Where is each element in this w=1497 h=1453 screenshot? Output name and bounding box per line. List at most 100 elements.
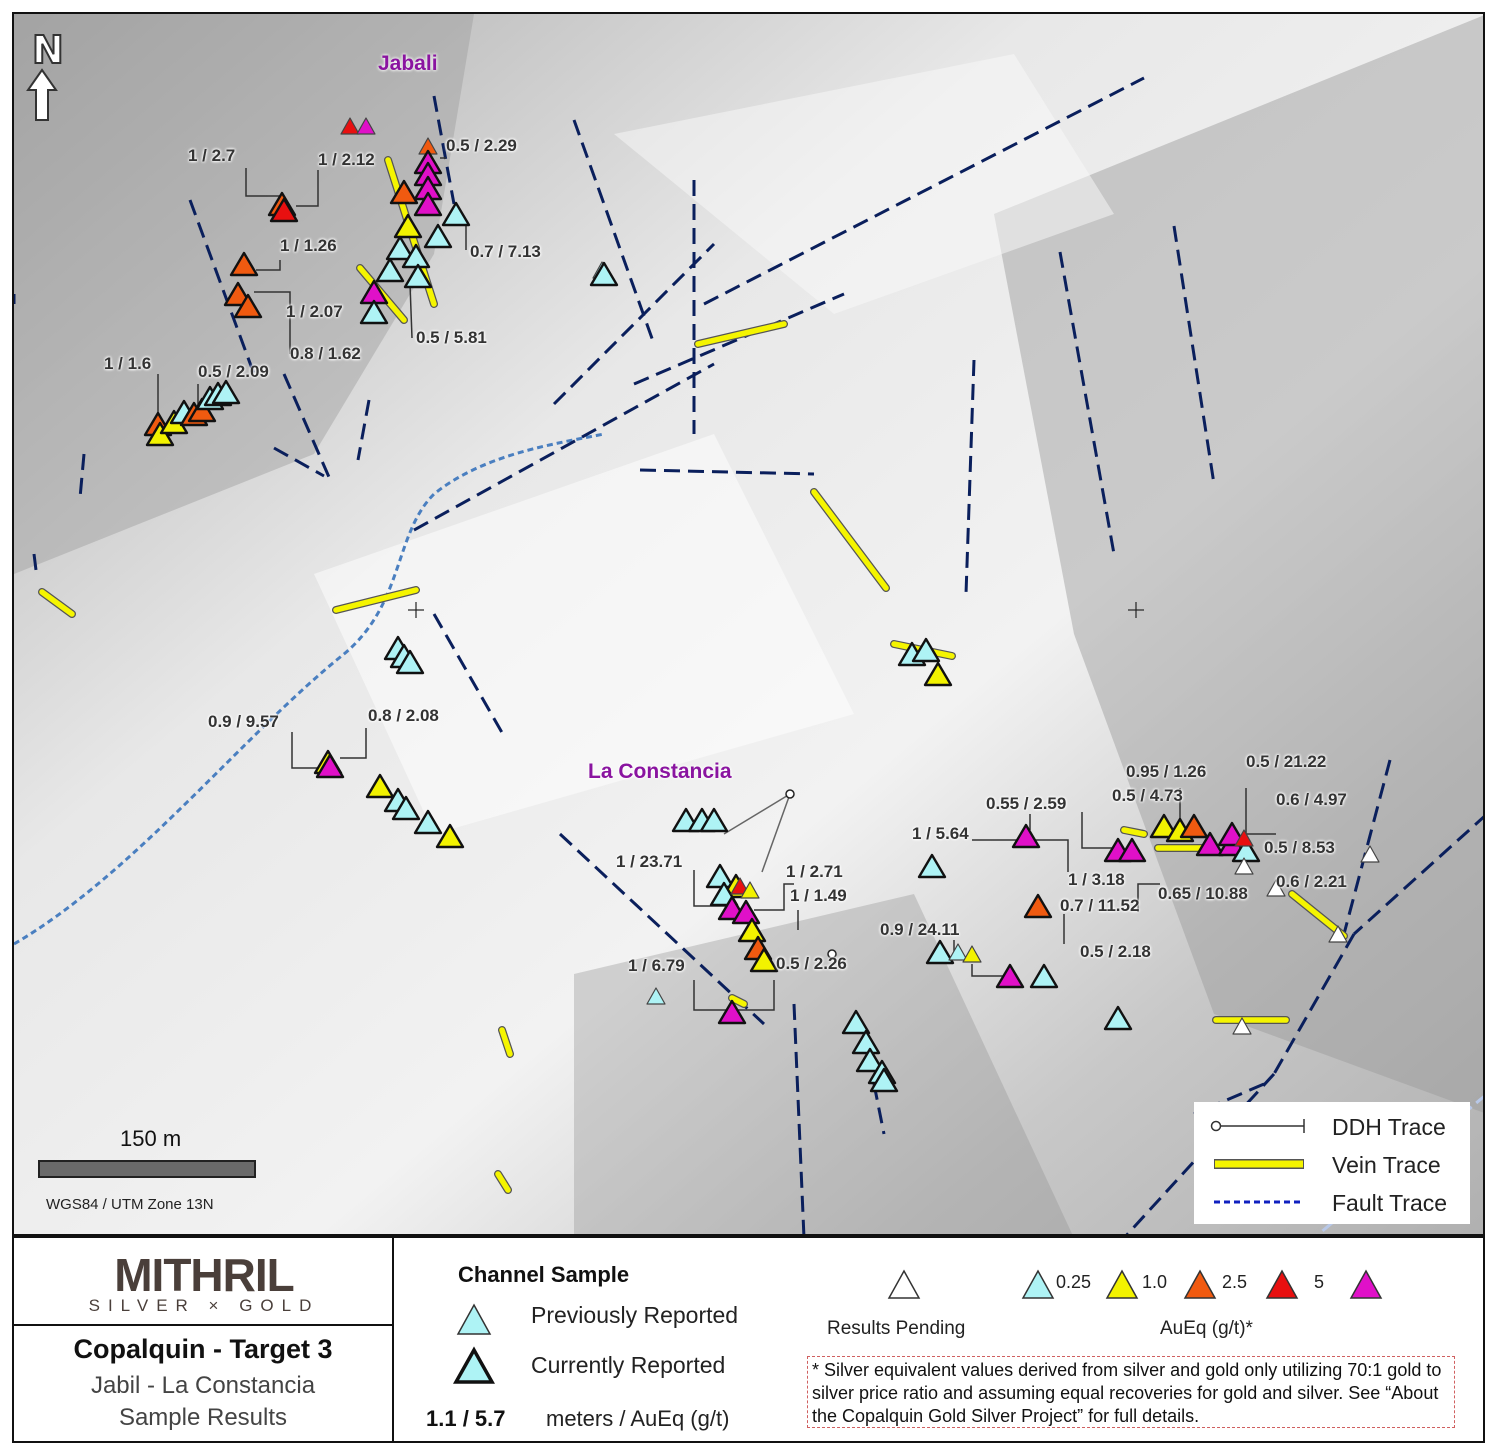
sample-triangle [869, 1067, 899, 1093]
river-trace [14, 432, 605, 946]
sample-label: 0.8 / 1.62 [290, 344, 361, 363]
sample-label: 1 / 2.71 [786, 862, 843, 881]
sample-triangle [851, 1029, 881, 1055]
sample-triangle [423, 223, 453, 249]
fault-trace [32, 553, 38, 571]
sample-label: 1 / 2.12 [318, 150, 375, 169]
vein-trace [333, 587, 419, 613]
legend-fault-row: Fault Trace [1194, 1184, 1470, 1220]
logo-box: MITHRIL SILVER × GOLD [14, 1238, 394, 1326]
fault-trace [273, 446, 325, 478]
leader-line [245, 168, 280, 197]
sample-triangle [717, 999, 747, 1025]
sample-triangle [269, 197, 299, 223]
grade-icon-orange [1183, 1269, 1217, 1299]
vein-trace-icon [1214, 1159, 1304, 1169]
sample-label: 0.95 / 1.26 [1126, 762, 1207, 781]
crs-label: WGS84 / UTM Zone 13N [46, 1196, 214, 1213]
ratio-example: 1.1 / 5.7 [426, 1406, 506, 1431]
ddh-traces [723, 789, 837, 959]
vein-trace [1289, 891, 1347, 939]
sample-triangle [962, 945, 982, 963]
sample-triangle [389, 179, 419, 205]
sample-triangle [1232, 1017, 1252, 1035]
fault-trace [703, 76, 1145, 306]
sample-triangle [1234, 829, 1254, 847]
sample-label: 0.5 / 2.26 [776, 954, 847, 973]
sample-label: 0.6 / 4.97 [1276, 790, 1347, 809]
sample-triangle [855, 1047, 885, 1073]
currently-reported-label: Currently Reported [531, 1352, 726, 1378]
leader-line [972, 839, 1069, 872]
leader-line [971, 964, 1010, 977]
previously-reported-icon [456, 1303, 492, 1335]
sample-triangle [1023, 893, 1053, 919]
fault-trace [356, 399, 371, 461]
previously-reported-label: Previously Reported [531, 1302, 739, 1328]
sample-triangle [413, 809, 443, 835]
sample-triangle [1011, 823, 1041, 849]
leader-line [1137, 883, 1160, 912]
sample-triangle [589, 261, 619, 287]
sample-triangle [441, 201, 471, 227]
map-title: Copalquin - Target 3 [73, 1334, 333, 1364]
vein-trace [495, 1171, 511, 1193]
vein-trace [1121, 827, 1147, 837]
leader-line [291, 732, 328, 769]
sample-triangle [995, 963, 1025, 989]
ddh-trace-icon [1210, 1119, 1305, 1133]
grade-label-2-5: 2.5 [1222, 1272, 1248, 1292]
sample-triangle [375, 257, 405, 283]
sample-label: 0.9 / 24.11 [880, 920, 960, 939]
fault-trace [872, 1083, 886, 1135]
sample-triangle [740, 881, 760, 899]
leader-line [754, 883, 794, 911]
sample-triangle [1234, 857, 1254, 875]
sample-label: 0.5 / 2.29 [446, 136, 517, 155]
fault-trace [1352, 815, 1483, 936]
sample-label: 0.9 / 9.57 [208, 712, 279, 731]
sample-label: 1 / 23.71 [616, 852, 683, 871]
fault-trace [964, 359, 976, 595]
sample-triangle [923, 661, 953, 687]
sample-label: 0.6 / 2.21 [1276, 872, 1347, 891]
sample-label: 0.5 / 8.53 [1264, 838, 1335, 857]
sample-triangle [229, 251, 259, 277]
legend-ddh-row: DDH Trace [1194, 1108, 1470, 1144]
fault-trace [639, 468, 815, 476]
grade-label-0-25: 0.25 [1056, 1272, 1092, 1292]
fault-trace [1342, 759, 1392, 935]
sample-triangle [737, 917, 767, 943]
sample-triangle [211, 379, 241, 405]
fault-trace [432, 95, 456, 205]
fault-trace [282, 373, 334, 485]
sample-triangle [391, 795, 421, 821]
north-arrow-icon [26, 68, 58, 121]
hill-light-center [314, 434, 854, 834]
vein-trace [499, 1027, 513, 1057]
hill-shade-south [574, 894, 1073, 1234]
fault-trace [633, 292, 845, 386]
sample-label: 1 / 1.6 [104, 354, 152, 373]
sample-label: 0.5 / 5.81 [416, 328, 487, 347]
sample-triangle [1195, 831, 1225, 857]
sample-label: 1 / 2.7 [188, 146, 236, 165]
results-pending-label: Results Pending [827, 1318, 966, 1339]
leader-line [296, 170, 319, 207]
sample-label: 1 / 2.07 [286, 302, 343, 321]
sample-triangle [1328, 925, 1348, 943]
sample-triangle [699, 807, 729, 833]
vein-trace [811, 489, 889, 591]
sample-triangle [365, 773, 395, 799]
sample-triangle [646, 987, 666, 1005]
sample-label: 0.65 / 10.88 [1158, 884, 1248, 903]
map-subtitle-2: Sample Results [118, 1404, 288, 1431]
sample-label: 1 / 5.64 [912, 824, 969, 843]
ratio-description: meters / AuEq (g/t) [546, 1406, 730, 1431]
hill-shade-east [994, 15, 1483, 1113]
grid-crosses [408, 602, 1144, 618]
fault-trace [1058, 251, 1116, 555]
sample-triangle [749, 947, 779, 973]
sample-label: 1 / 1.49 [790, 886, 847, 905]
